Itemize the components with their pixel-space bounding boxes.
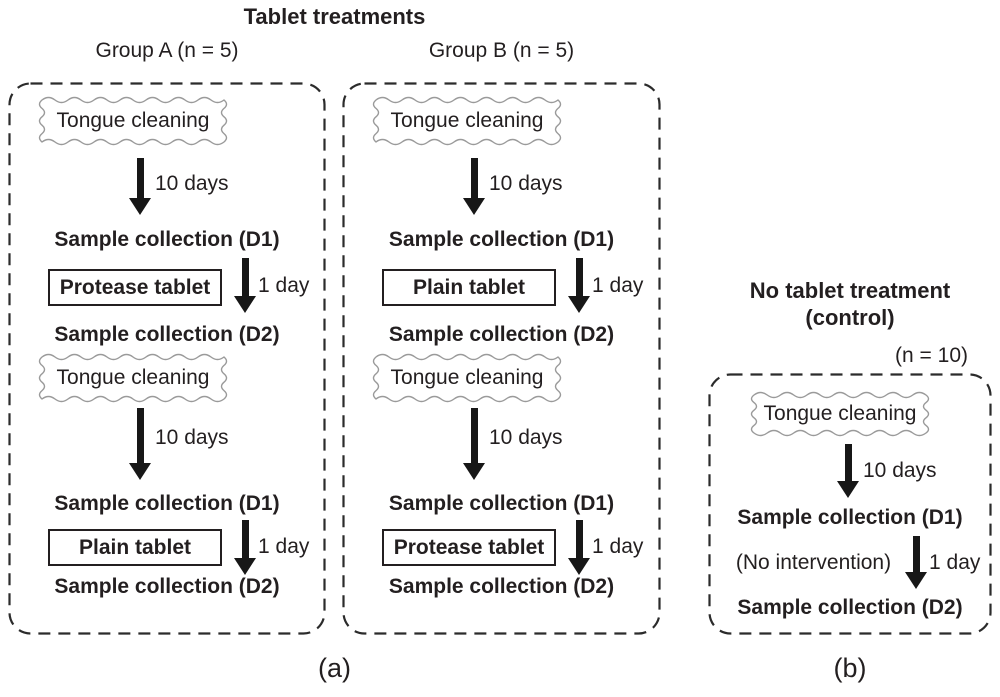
tongue-cleaning-box: Tongue cleaning	[372, 96, 562, 146]
interval-label: 1 day	[258, 535, 310, 558]
sample-collection-d1: Sample collection (D1)	[388, 492, 615, 515]
tongue-cleaning-box: Tongue cleaning	[372, 353, 562, 403]
interval-label: 1 day	[929, 551, 981, 574]
interval-label: 1 day	[258, 274, 310, 297]
duration-label: 10 days	[863, 459, 937, 482]
sample-collection-d2: Sample collection (D2)	[54, 575, 280, 598]
tablet-box: Plain tablet	[382, 269, 556, 306]
group-a-label: Group A (n = 5)	[95, 39, 239, 62]
control-n-label: (n = 10)	[895, 344, 968, 367]
control-title-line2: (control)	[805, 305, 895, 330]
down-arrow-icon	[837, 444, 859, 498]
group-b-label: Group B (n = 5)	[428, 39, 575, 62]
tablet-box: Protease tablet	[382, 529, 556, 566]
sample-collection-d2: Sample collection (D2)	[388, 575, 615, 598]
tongue-cleaning-box: Tongue cleaning	[750, 391, 930, 437]
tongue-cleaning-label: Tongue cleaning	[56, 366, 210, 389]
down-arrow-icon	[905, 536, 927, 589]
interval-label: 1 day	[592, 535, 644, 558]
caption-a: (a)	[318, 653, 351, 683]
sample-collection-d1: Sample collection (D1)	[54, 492, 280, 515]
tongue-cleaning-box: Tongue cleaning	[38, 96, 228, 146]
control-panel: Tongue cleaning 10 days Sample collectio…	[708, 373, 992, 635]
interval-label: 1 day	[592, 274, 644, 297]
figure-title: Tablet treatments	[243, 4, 426, 29]
duration-label: 10 days	[155, 426, 229, 449]
down-arrow-icon	[129, 408, 151, 480]
tongue-cleaning-box: Tongue cleaning	[38, 353, 228, 403]
down-arrow-icon	[129, 158, 151, 215]
sample-collection-d1: Sample collection (D1)	[737, 506, 963, 529]
group-a-panel: Tongue cleaning 10 days Sample collectio…	[8, 82, 326, 635]
down-arrow-icon	[568, 520, 590, 575]
tongue-cleaning-label: Tongue cleaning	[390, 366, 544, 389]
group-b-panel: Tongue cleaning 10 days Sample collectio…	[342, 82, 661, 635]
down-arrow-icon	[234, 258, 256, 313]
caption-b: (b)	[833, 653, 867, 683]
control-title-line1: No tablet treatment	[749, 278, 951, 303]
tablet-box: Protease tablet	[48, 269, 222, 306]
sample-collection-d1: Sample collection (D1)	[54, 228, 280, 251]
duration-label: 10 days	[155, 172, 229, 195]
down-arrow-icon	[463, 158, 485, 215]
tablet-box: Plain tablet	[48, 529, 222, 566]
no-intervention-note: (No intervention)	[735, 551, 892, 574]
down-arrow-icon	[463, 408, 485, 480]
sample-collection-d2: Sample collection (D2)	[737, 596, 963, 619]
sample-collection-d1: Sample collection (D1)	[388, 228, 615, 251]
duration-label: 10 days	[489, 426, 563, 449]
tongue-cleaning-label: Tongue cleaning	[56, 109, 210, 132]
sample-collection-d2: Sample collection (D2)	[388, 323, 615, 346]
down-arrow-icon	[234, 520, 256, 575]
sample-collection-d2: Sample collection (D2)	[54, 323, 280, 346]
tongue-cleaning-label: Tongue cleaning	[390, 109, 544, 132]
duration-label: 10 days	[489, 172, 563, 195]
control-title: No tablet treatment (control)	[708, 277, 992, 331]
down-arrow-icon	[568, 258, 590, 313]
tongue-cleaning-label: Tongue cleaning	[763, 402, 917, 425]
